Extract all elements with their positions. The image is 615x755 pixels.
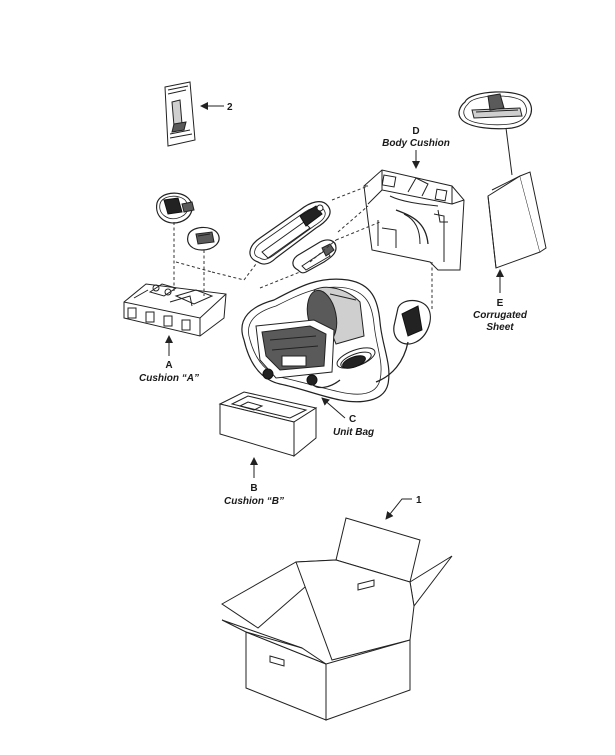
label-c-letter: C (349, 414, 356, 425)
label-a-name: Cushion “A” (139, 373, 199, 384)
unit-bag (241, 278, 390, 403)
label-b-letter: B (250, 483, 257, 494)
callout-1-label: 1 (416, 495, 422, 506)
label-b-name: Cushion “B” (224, 496, 284, 507)
label-e-letter: E (497, 298, 504, 309)
label-b: B Cushion “B” (224, 457, 284, 507)
extension-tube-bag (292, 239, 337, 274)
nozzle-connector-line (505, 127, 513, 176)
owners-manual (164, 81, 196, 147)
label-e: E Corrugated Sheet (473, 269, 528, 333)
label-c: C Unit Bag (321, 397, 374, 438)
label-a: A Cushion “A” (139, 335, 199, 384)
label-c-name: Unit Bag (333, 427, 374, 438)
callout-1: 1 (385, 495, 422, 520)
crevice-tool-bag (187, 226, 220, 251)
label-d: D Body Cushion (382, 126, 450, 169)
handle-bag (375, 299, 431, 383)
assembly-lines (173, 185, 433, 310)
label-d-name: Body Cushion (382, 138, 450, 149)
callout-2: 2 (200, 102, 233, 113)
cushion-a (123, 283, 227, 337)
label-e-name-line2: Sheet (486, 322, 514, 333)
label-e-name-line1: Corrugated (473, 310, 528, 321)
label-d-letter: D (412, 126, 419, 137)
wand-bag (249, 201, 331, 265)
shipping-carton (221, 517, 453, 721)
callout-2-label: 2 (227, 102, 233, 113)
cushion-b (218, 391, 318, 458)
body-cushion (363, 169, 465, 271)
corrugated-sheet (487, 171, 547, 269)
label-a-letter: A (165, 360, 172, 371)
upholstery-tool-bag (156, 192, 195, 224)
floor-nozzle-bag (458, 91, 533, 130)
